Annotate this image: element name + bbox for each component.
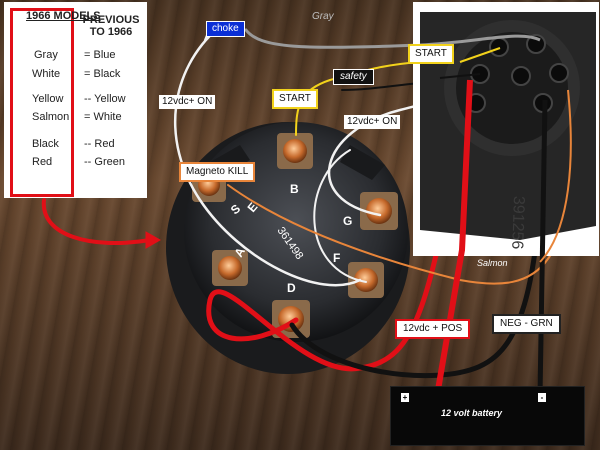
legend-row-a: White [32, 68, 61, 80]
battery: + - 12 volt battery [390, 386, 585, 446]
wire-yellow [295, 61, 421, 136]
legend-highlight-box [10, 8, 74, 197]
start-label-mid: START [272, 89, 318, 109]
12vdc-pos-label: 12vdc + POS [395, 319, 471, 339]
terminal-letter: F [333, 251, 340, 265]
connector-pin [526, 34, 546, 54]
legend-row-b: = White [84, 111, 122, 123]
12vdc-on-label-left: 12vdc+ ON [159, 95, 216, 109]
legend-row-a: Red [32, 156, 53, 168]
wire-white-f [313, 149, 367, 283]
gray-wire-label: Gray [312, 11, 334, 22]
magneto-kill-label: Magneto KILL [179, 162, 256, 182]
legend-row-a: Yellow [32, 93, 64, 105]
neg-grn-label: NEG - GRN [492, 314, 561, 334]
connector-pin [549, 63, 569, 83]
start-label-top: START [408, 44, 454, 64]
legend-row-b: -- Red [84, 138, 115, 150]
terminal-letter: B [290, 182, 299, 196]
connector-pin [489, 37, 509, 57]
connector-part-number: 391256 [508, 196, 527, 250]
battery-negative-terminal: - [538, 393, 546, 402]
12vdc-on-label-right: 12vdc+ ON [344, 115, 401, 129]
battery-label: 12 volt battery [441, 408, 503, 418]
connector-pin [511, 66, 531, 86]
legend-row-a: Salmon [32, 111, 70, 123]
legend-arrow [41, 198, 152, 245]
legend-col2-heading: PREVIOUS TO 1966 [82, 14, 140, 38]
wire-white-choke [173, 26, 362, 287]
legend-row-a: Black [32, 138, 59, 150]
color-legend: 1966 MODELS PREVIOUS TO 1966 Gray = Blue… [4, 2, 147, 198]
salmon-wire-label: Salmon [477, 258, 508, 268]
safety-label: safety [333, 69, 374, 85]
legend-row-b: -- Yellow [84, 93, 126, 105]
legend-col1-heading: 1966 MODELS [26, 10, 101, 22]
legend-row-b: = Black [84, 68, 121, 80]
legend-row-b: = Blue [84, 49, 116, 61]
terminal-letter: G [343, 214, 352, 228]
legend-row-a: Gray [34, 49, 58, 61]
legend-row-b: -- Green [84, 156, 125, 168]
wire-red-battery-pos [206, 77, 473, 372]
terminal-letter: D [287, 281, 296, 295]
choke-label: choke [206, 21, 245, 37]
battery-positive-terminal: + [401, 393, 409, 402]
